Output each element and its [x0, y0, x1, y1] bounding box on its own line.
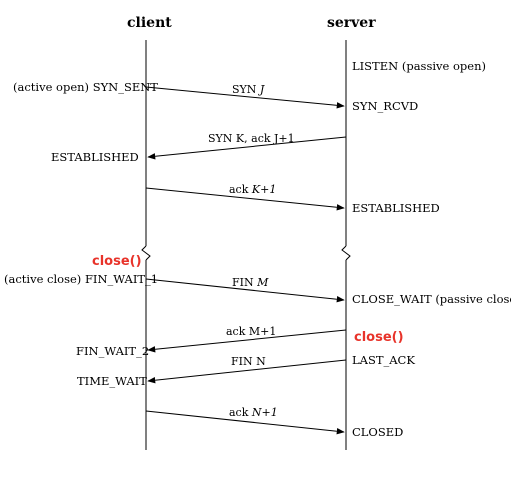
message-ack-n1-italic: N+1 — [251, 406, 278, 419]
server-state-syn-rcvd: SYN_RCVD — [352, 99, 419, 113]
server-close-call: close() — [354, 330, 404, 345]
passive-close-note: (passive close) — [435, 292, 511, 306]
message-syn-j-italic: J — [259, 83, 265, 96]
active-open-note: (active open) — [13, 80, 90, 94]
message-syn-j-plain: SYN — [232, 83, 260, 96]
message-ack-n1-plain: ack — [229, 406, 252, 419]
syn-sent-label: SYN_SENT — [92, 80, 158, 94]
active-close-note: (active close) — [4, 272, 82, 286]
server-state-last-ack: LAST_ACK — [352, 353, 415, 367]
message-fin-m-italic: M — [257, 276, 269, 289]
message-fin-n: FIN N — [231, 355, 266, 368]
message-syn-j: SYN J — [232, 83, 264, 96]
client-header: client — [127, 15, 172, 31]
passive-open-note: (passive open) — [401, 59, 486, 73]
message-ack-m1: ack M+1 — [226, 325, 277, 338]
client-timeline-break — [141, 245, 151, 261]
message-syn-k: SYN K, ack J+1 — [208, 132, 295, 145]
message-ack-k1-plain: ack — [229, 183, 252, 196]
message-ack-k1: ack K+1 — [229, 183, 276, 196]
arrow-syn-k — [147, 136, 347, 160]
fin-wait-1-label: FIN_WAIT_1 — [84, 272, 159, 286]
arrow-ack-n1 — [145, 410, 345, 435]
server-state-close-wait: CLOSE_WAIT (passive close) — [352, 292, 511, 306]
arrow-fin-n — [147, 359, 347, 384]
message-ack-k1-italic: K+1 — [251, 183, 277, 196]
server-header: server — [327, 15, 376, 31]
client-state-fin-wait-1: (active close) FIN_WAIT_1 — [4, 272, 158, 286]
arrow-ack-m1 — [147, 329, 347, 353]
arrow-syn-j — [145, 86, 345, 109]
message-ack-n1: ack N+1 — [229, 406, 278, 419]
client-state-fin-wait-2: FIN_WAIT_2 — [76, 344, 150, 358]
listen-label: LISTEN — [352, 59, 399, 73]
server-state-established: ESTABLISHED — [352, 201, 440, 215]
message-fin-m: FIN M — [232, 276, 268, 289]
server-state-closed: CLOSED — [352, 425, 404, 439]
message-fin-m-plain: FIN — [232, 276, 258, 289]
arrow-ack-k1 — [145, 187, 345, 211]
client-state-established: ESTABLISHED — [51, 150, 139, 164]
arrow-fin-m — [145, 278, 345, 303]
close-wait-label: CLOSE_WAIT — [352, 292, 432, 306]
client-close-call: close() — [92, 254, 142, 269]
client-state-time-wait: TIME_WAIT — [77, 374, 147, 388]
client-state-syn-sent: (active open) SYN_SENT — [13, 80, 158, 94]
server-state-listen: LISTEN (passive open) — [352, 59, 486, 73]
server-timeline-break — [341, 245, 351, 261]
